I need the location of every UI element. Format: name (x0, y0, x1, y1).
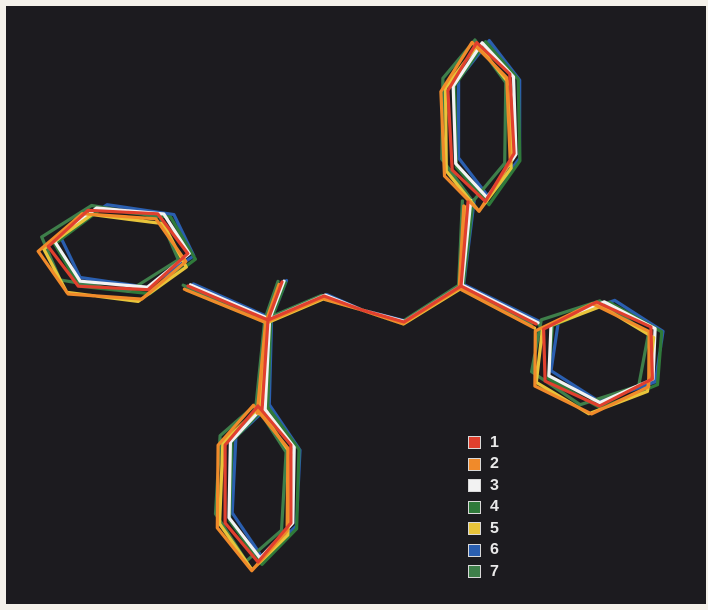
legend-item: 7 (468, 561, 548, 583)
phenyl-ring-top-right (453, 40, 522, 207)
legend-label: 1 (490, 433, 499, 451)
bond-to-bottom-ring (260, 318, 270, 412)
phenyl-ring-top-right (451, 41, 518, 200)
bond-stub (263, 279, 280, 321)
bond-to-bottom-ring (255, 320, 268, 415)
phenyl-ring-right (541, 300, 655, 408)
legend-swatch (468, 457, 481, 471)
phenyl-ring-left (36, 212, 188, 301)
legend-swatch (468, 479, 481, 493)
legend-swatch (468, 565, 481, 579)
legend-item: 6 (468, 540, 548, 562)
bond-stub (266, 280, 284, 322)
phenyl-ring-top-right (440, 38, 508, 204)
legend-swatch (468, 543, 481, 557)
legend-label: 3 (490, 476, 499, 494)
conformer-2-wireframe (36, 40, 651, 573)
phenyl-ring-left (46, 208, 190, 292)
legend-item: 1 (468, 432, 548, 454)
conformer-3-wireframe (53, 41, 657, 560)
phenyl-ring-right (533, 302, 651, 416)
conformer-4-wireframe (52, 40, 664, 567)
legend-label: 5 (490, 519, 499, 537)
legend-label: 6 (490, 541, 499, 559)
molecule-wireframe-overlay (36, 38, 665, 573)
bond-to-top-ring (457, 204, 466, 290)
legend-swatch (468, 436, 481, 450)
conformer-legend: 1 2 3 4 5 6 7 (468, 432, 548, 583)
legend-item: 4 (468, 497, 548, 519)
bond-to-top-ring (459, 200, 470, 288)
molecule-overlay-figure: 1 2 3 4 5 6 7 (6, 6, 706, 604)
legend-label: 7 (490, 562, 499, 580)
conformer-6-wireframe (58, 38, 665, 560)
legend-item: 2 (468, 454, 548, 476)
phenyl-ring-bottom (223, 404, 293, 564)
bond-to-bottom-ring (263, 317, 272, 411)
conformer-1-wireframe (46, 40, 655, 564)
phenyl-ring-top-right (446, 40, 516, 203)
legend-swatch (468, 522, 481, 536)
phenyl-ring-bottom (215, 403, 290, 573)
legend-swatch (468, 500, 481, 514)
legend-item: 5 (468, 518, 548, 540)
legend-item: 3 (468, 475, 548, 497)
legend-label: 2 (490, 455, 499, 473)
legend-label: 4 (490, 498, 499, 516)
